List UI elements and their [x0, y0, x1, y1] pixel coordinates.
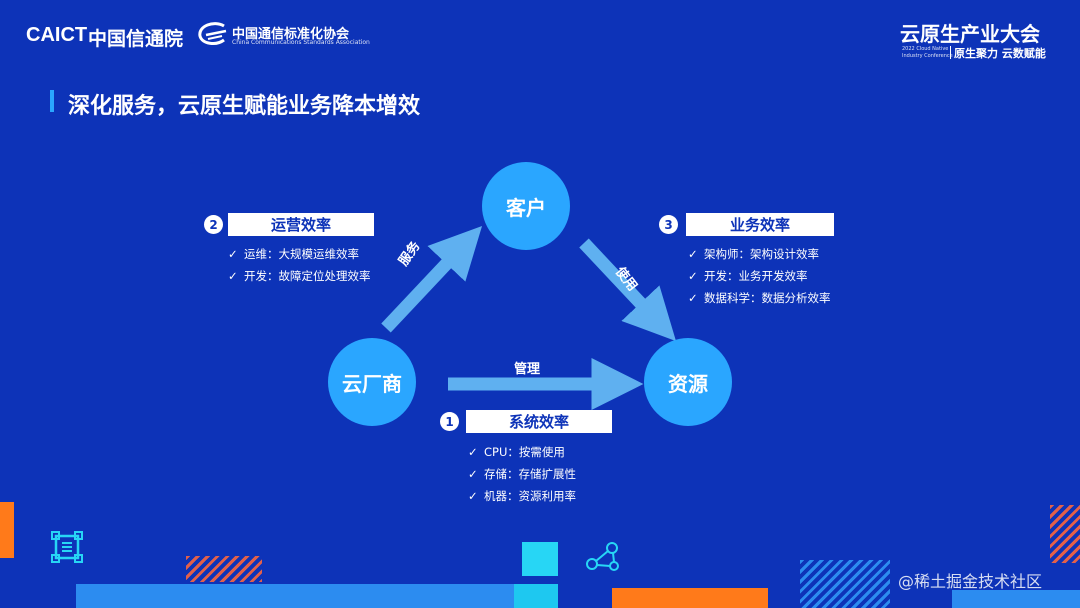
check-icon: ✓ — [688, 291, 698, 305]
check-icon: ✓ — [688, 247, 698, 261]
deco-cyan-square — [522, 542, 558, 576]
conference-slogan: 原生聚力 云数赋能 — [954, 47, 1046, 60]
deco-striped-block-right — [800, 560, 890, 608]
ccsa-logo-icon — [198, 22, 227, 45]
conference-title: 云原生产业大会 — [900, 22, 1040, 46]
panel-badge-operation: 2 — [204, 215, 223, 234]
deco-orange-bar-bottom — [612, 588, 768, 608]
caict-logo: CAICT — [26, 24, 88, 46]
node-customer: 客户 — [482, 162, 570, 250]
check-icon: ✓ — [688, 269, 698, 283]
list-item: ✓开发：业务开发效率 — [688, 269, 808, 283]
list-item: ✓开发：故障定位处理效率 — [228, 269, 371, 283]
node-resource: 资源 — [644, 338, 732, 426]
check-icon: ✓ — [468, 489, 478, 503]
deco-striped-block-left — [186, 556, 262, 582]
list-item: ✓架构师：架构设计效率 — [688, 247, 819, 261]
list-item: ✓运维：大规模运维效率 — [228, 247, 359, 261]
conference-subtitle-line2: Industry Conference — [902, 53, 953, 59]
caict-name: 中国信通院 — [88, 28, 184, 50]
check-icon: ✓ — [468, 467, 478, 481]
list-item: ✓存储：存储扩展性 — [468, 467, 576, 481]
conference-divider — [950, 46, 951, 59]
check-icon: ✓ — [468, 445, 478, 459]
deco-cyan-bar-bottom — [514, 584, 558, 608]
panel-badge-business: 3 — [659, 215, 678, 234]
arrow-use — [579, 238, 677, 342]
deco-blue-bar-bottom — [76, 584, 514, 608]
edge-label-manage: 管理 — [514, 362, 541, 377]
panel-title-business: 业务效率 — [686, 213, 834, 236]
title-accent-bar — [50, 90, 54, 112]
page-title: 深化服务，云原生赋能业务降本增效 — [68, 94, 421, 119]
list-item: ✓数据科学：数据分析效率 — [688, 291, 831, 305]
arrow-serve — [381, 225, 483, 333]
ccsa-english-name: China Communications Standards Associati… — [232, 39, 370, 46]
deco-orange-bar-left — [0, 502, 14, 558]
node-cloud-vendor: 云厂商 — [328, 338, 416, 426]
ccsa-name: 中国通信标准化协会 — [232, 27, 350, 42]
list-item: ✓CPU：按需使用 — [468, 445, 565, 459]
deco-striped-block-edge — [1050, 505, 1080, 563]
check-icon: ✓ — [228, 269, 238, 283]
network-icon — [586, 542, 619, 571]
frame-icon — [51, 531, 83, 563]
conference-subtitle-line1: 2022 Cloud Native — [902, 46, 949, 52]
panel-badge-system: 1 — [440, 412, 459, 431]
check-icon: ✓ — [228, 247, 238, 261]
watermark: @稀土掘金技术社区 — [898, 572, 1043, 591]
deco-blue-bar-right — [952, 590, 1080, 608]
panel-title-system: 系统效率 — [466, 410, 612, 433]
panel-title-operation: 运营效率 — [228, 213, 374, 236]
list-item: ✓机器：资源利用率 — [468, 489, 576, 503]
